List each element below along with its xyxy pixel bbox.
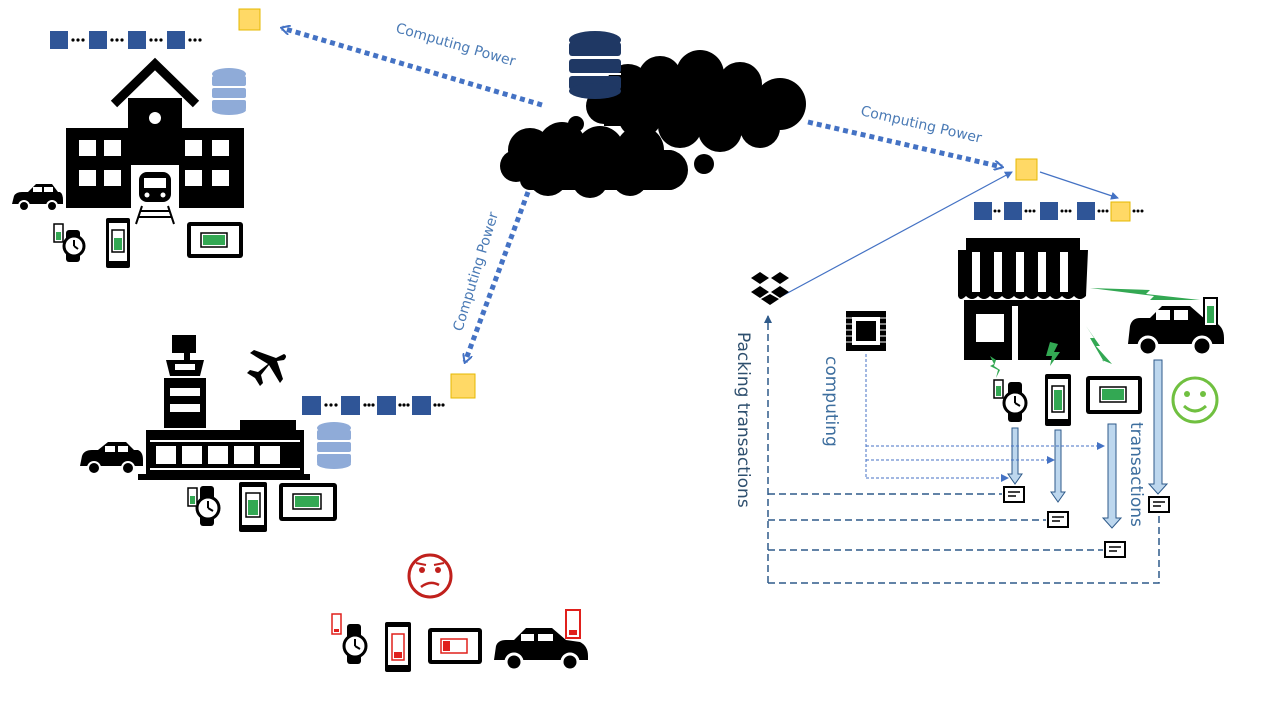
envelope-icon bbox=[1104, 541, 1126, 558]
phone-icon bbox=[106, 218, 130, 268]
blockchain-middle-left bbox=[302, 396, 445, 415]
happy-face-icon bbox=[1171, 376, 1219, 424]
car-icon bbox=[12, 184, 63, 212]
database-icon bbox=[317, 422, 351, 469]
box-to-block-arrow bbox=[781, 171, 1013, 297]
airport-icon bbox=[138, 335, 310, 480]
blockchain-top-left bbox=[50, 31, 202, 49]
watch-icon bbox=[993, 379, 1028, 422]
blockchain-right bbox=[974, 201, 1144, 222]
tablet-icon bbox=[428, 628, 482, 664]
watch-icon bbox=[53, 223, 86, 262]
cloud-icon bbox=[500, 50, 806, 198]
lightning-icon bbox=[990, 288, 1200, 378]
transactions-label: transactions bbox=[1126, 422, 1146, 527]
battery-icon bbox=[53, 223, 64, 243]
train-icon bbox=[135, 172, 175, 225]
airplane-icon bbox=[247, 350, 286, 386]
computing-power-label-top: Computing Power bbox=[394, 20, 518, 70]
phone-icon bbox=[239, 482, 267, 532]
computing-power-arrow-right bbox=[807, 119, 1002, 167]
packing-transactions-label: Packing transactions bbox=[733, 332, 753, 508]
phone-icon bbox=[1045, 374, 1071, 426]
block-append-arrow bbox=[1039, 171, 1119, 200]
tablet-icon bbox=[1086, 376, 1142, 414]
computing-label: computing bbox=[821, 356, 841, 447]
computing-power-arrow-top bbox=[282, 28, 543, 108]
new-block-top-left bbox=[238, 8, 261, 31]
computing-lines bbox=[865, 354, 1105, 482]
tablet-icon bbox=[279, 483, 337, 521]
tablet-icon bbox=[187, 222, 243, 258]
watch-icon bbox=[187, 486, 221, 526]
chip-icon bbox=[846, 311, 886, 351]
packing-lines bbox=[764, 315, 1160, 584]
envelope-icon bbox=[1148, 496, 1170, 513]
envelope-icon bbox=[1003, 486, 1025, 503]
sad-face-icon bbox=[407, 553, 453, 599]
database-icon bbox=[212, 68, 246, 115]
new-block-right bbox=[1015, 158, 1038, 181]
watch-icon bbox=[331, 613, 368, 664]
new-block-middle-left bbox=[450, 373, 476, 399]
car-icon bbox=[494, 609, 588, 672]
box-icon bbox=[751, 272, 789, 305]
shop-icon bbox=[958, 238, 1088, 360]
computing-power-arrow-mid bbox=[465, 191, 531, 362]
transaction-arrows bbox=[1007, 359, 1169, 529]
car-icon bbox=[80, 442, 143, 475]
database-icon bbox=[569, 31, 621, 99]
envelope-icon bbox=[1047, 511, 1069, 528]
computing-power-label-mid: Computing Power bbox=[451, 210, 503, 333]
car-icon bbox=[1128, 297, 1224, 357]
phone-icon bbox=[385, 622, 411, 672]
